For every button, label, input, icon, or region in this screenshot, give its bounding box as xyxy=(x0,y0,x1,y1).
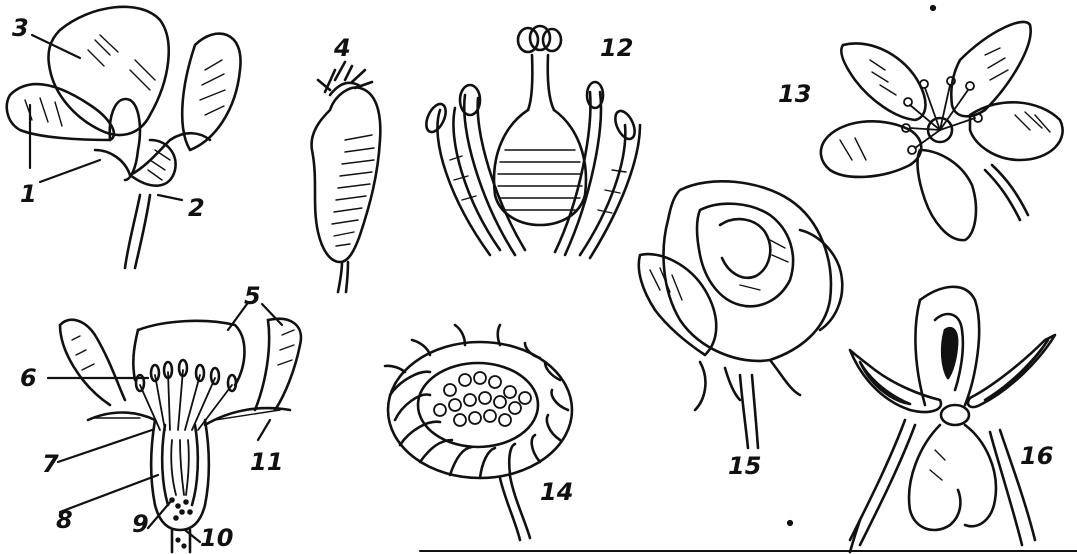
label-7: 7 xyxy=(42,452,59,476)
flower-side-view xyxy=(7,7,241,268)
label-1: 1 xyxy=(20,182,37,206)
label-8: 8 xyxy=(56,508,73,532)
rose-bloom xyxy=(639,181,843,448)
label-13: 13 xyxy=(778,82,811,106)
daisy-composite-flower xyxy=(385,325,572,540)
label-14: 14 xyxy=(540,480,573,504)
label-15: 15 xyxy=(728,454,761,478)
orchid-flower xyxy=(850,287,1055,552)
label-6: 6 xyxy=(20,366,37,390)
flower-longitudinal-section xyxy=(48,304,301,552)
label-3: 3 xyxy=(12,16,29,40)
label-2: 2 xyxy=(188,196,205,220)
label-9: 9 xyxy=(132,512,149,536)
label-5: 5 xyxy=(244,284,261,308)
label-4: 4 xyxy=(334,36,351,60)
fruit-hip xyxy=(312,62,381,292)
label-16: 16 xyxy=(1020,444,1053,468)
label-12: 12 xyxy=(600,36,633,60)
label-10: 10 xyxy=(200,526,233,550)
label-11: 11 xyxy=(250,450,283,474)
five-petal-flower xyxy=(821,22,1063,240)
